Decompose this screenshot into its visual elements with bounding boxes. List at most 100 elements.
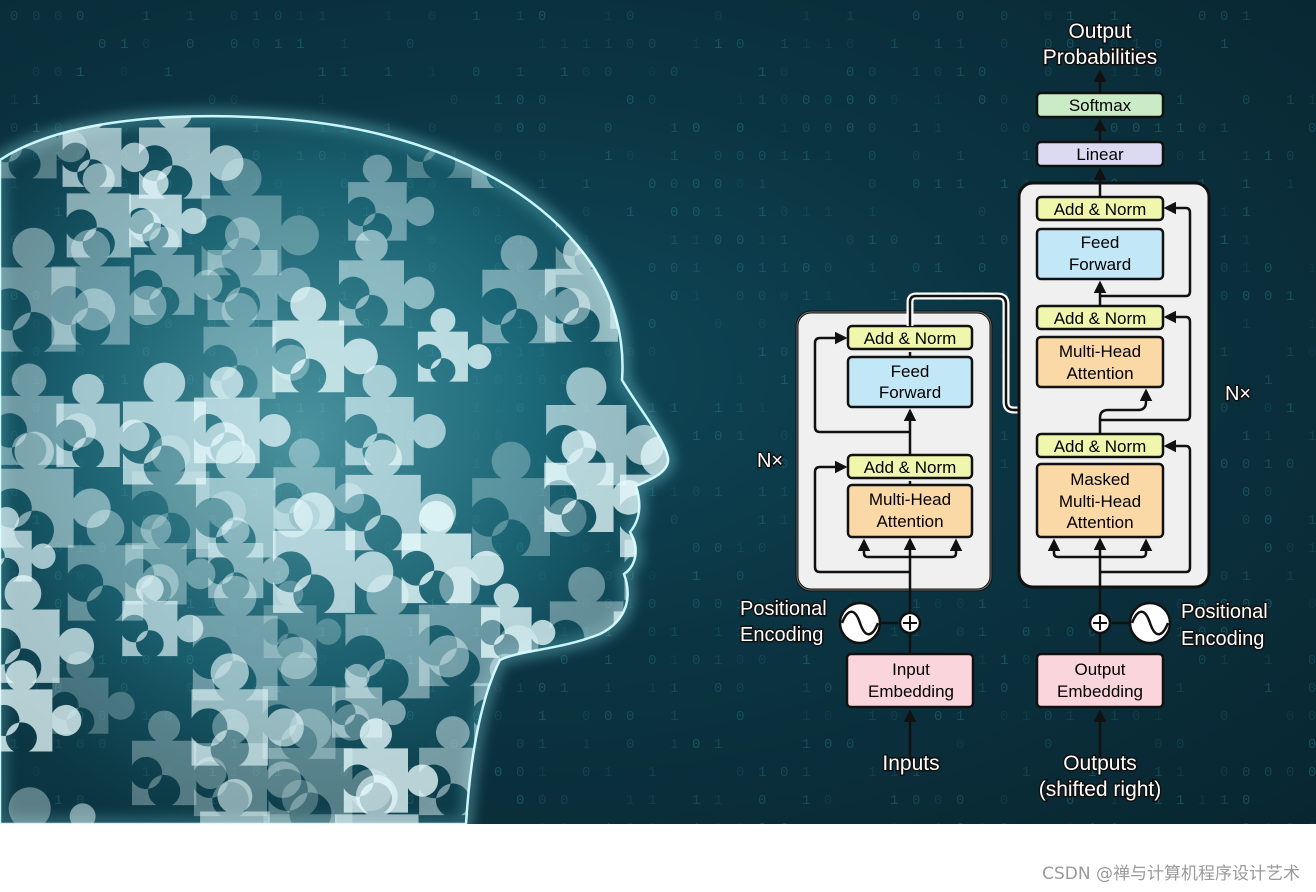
svg-text:1: 1 [934, 177, 942, 193]
encoder-positional-label-1: Positional [740, 598, 827, 620]
svg-text:1: 1 [736, 821, 744, 824]
svg-text:1: 1 [1176, 625, 1184, 641]
svg-text:0: 0 [1264, 261, 1272, 277]
svg-text:0: 0 [626, 93, 634, 109]
svg-text:0: 0 [758, 149, 766, 165]
svg-text:0: 0 [1022, 653, 1030, 669]
svg-text:0: 0 [120, 65, 128, 81]
svg-text:0: 0 [758, 793, 766, 809]
svg-text:1: 1 [1132, 65, 1140, 81]
svg-text:0: 0 [1154, 65, 1162, 81]
svg-text:0: 0 [252, 37, 260, 53]
svg-text:0: 0 [692, 653, 700, 669]
svg-text:0: 0 [736, 569, 744, 585]
decoder-add-norm-mid-label: Add & Norm [1054, 309, 1147, 328]
svg-text:1: 1 [1110, 821, 1118, 824]
decoder-masked-attention [1035, 462, 1165, 539]
svg-text:1: 1 [1286, 177, 1294, 193]
svg-text:0: 0 [868, 121, 876, 137]
svg-text:0: 0 [10, 9, 18, 25]
svg-text:1: 1 [956, 149, 964, 165]
svg-text:1: 1 [890, 625, 898, 641]
linear-label: Linear [1076, 145, 1124, 164]
svg-text:0: 0 [846, 233, 854, 249]
svg-text:0: 0 [494, 149, 502, 165]
svg-text:0: 0 [1220, 457, 1228, 473]
svg-text:0: 0 [824, 793, 832, 809]
svg-text:1: 1 [758, 401, 766, 417]
svg-text:0: 0 [1308, 121, 1316, 137]
svg-text:1: 1 [560, 65, 568, 81]
svg-text:0: 0 [98, 37, 106, 53]
svg-text:0: 0 [736, 765, 744, 781]
decoder-mha-label-2: Attention [1066, 364, 1133, 383]
transformer-diagram: Add & Norm Feed Forward Add & Norm Multi… [739, 19, 1270, 803]
svg-text:1: 1 [32, 93, 40, 109]
svg-text:0: 0 [1220, 569, 1228, 585]
svg-text:0: 0 [1000, 9, 1008, 25]
svg-text:1: 1 [1022, 709, 1030, 725]
svg-text:0: 0 [714, 233, 722, 249]
svg-text:1: 1 [670, 625, 678, 641]
svg-text:0: 0 [758, 597, 766, 613]
svg-text:1: 1 [802, 205, 810, 221]
svg-text:0: 0 [824, 709, 832, 725]
svg-text:0: 0 [494, 709, 502, 725]
svg-text:1: 1 [1088, 765, 1096, 781]
svg-text:1: 1 [252, 9, 260, 25]
svg-text:1: 1 [846, 9, 854, 25]
decoder-masked-label-1: Masked [1070, 470, 1130, 489]
svg-text:0: 0 [516, 793, 524, 809]
svg-text:1: 1 [1110, 709, 1118, 725]
svg-text:0: 0 [714, 149, 722, 165]
svg-text:1: 1 [758, 233, 766, 249]
svg-text:1: 1 [1176, 121, 1184, 137]
svg-text:0: 0 [780, 429, 788, 445]
svg-text:1: 1 [780, 149, 788, 165]
svg-text:1: 1 [692, 37, 700, 53]
svg-text:0: 0 [1000, 821, 1008, 824]
svg-text:1: 1 [538, 821, 546, 824]
svg-text:0: 0 [1264, 541, 1272, 557]
svg-text:1: 1 [1286, 289, 1294, 305]
svg-text:0: 0 [670, 177, 678, 193]
svg-text:1: 1 [648, 485, 656, 501]
svg-text:0: 0 [1022, 625, 1030, 641]
svg-text:0: 0 [1242, 765, 1250, 781]
svg-text:1: 1 [582, 37, 590, 53]
svg-text:1: 1 [692, 429, 700, 445]
decoder-masked-label-3: Attention [1066, 513, 1133, 532]
svg-text:1: 1 [604, 37, 612, 53]
svg-text:0: 0 [494, 681, 502, 697]
svg-text:1: 1 [1286, 569, 1294, 585]
svg-text:1: 1 [780, 513, 788, 529]
svg-text:1: 1 [1264, 457, 1272, 473]
svg-text:1: 1 [1242, 177, 1250, 193]
svg-text:0: 0 [802, 93, 810, 109]
svg-text:0: 0 [230, 37, 238, 53]
svg-text:0: 0 [824, 121, 832, 137]
svg-text:0: 0 [1066, 793, 1074, 809]
svg-text:1: 1 [494, 93, 502, 109]
svg-text:1: 1 [1132, 37, 1140, 53]
svg-text:1: 1 [1286, 93, 1294, 109]
svg-text:1: 1 [714, 821, 722, 824]
svg-text:0: 0 [648, 345, 656, 361]
svg-text:1: 1 [1066, 709, 1074, 725]
svg-text:0: 0 [1220, 597, 1228, 613]
svg-text:0: 0 [450, 93, 458, 109]
svg-text:0: 0 [648, 177, 656, 193]
svg-text:1: 1 [604, 681, 612, 697]
svg-text:1: 1 [758, 93, 766, 109]
svg-text:1: 1 [76, 65, 84, 81]
encoder-nx-label: N× [757, 450, 783, 472]
svg-text:1: 1 [340, 37, 348, 53]
svg-text:1: 1 [1022, 597, 1030, 613]
svg-text:0: 0 [1264, 513, 1272, 529]
svg-text:0: 0 [538, 93, 546, 109]
svg-text:0: 0 [978, 205, 986, 221]
svg-text:1: 1 [582, 177, 590, 193]
svg-text:1: 1 [736, 597, 744, 613]
svg-text:0: 0 [428, 9, 436, 25]
svg-text:1: 1 [472, 9, 480, 25]
